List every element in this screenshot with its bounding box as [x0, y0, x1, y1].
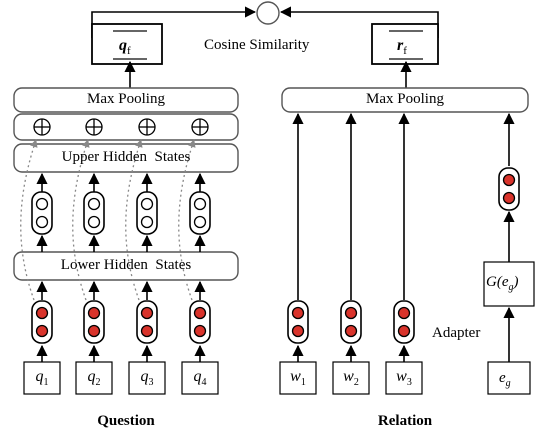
upper-hidden-box	[13, 143, 239, 173]
adapter-function-label: G(eg)	[486, 274, 519, 293]
lower-cell-4-dot-bottom	[193, 324, 207, 338]
question-token-3-label: q3	[140, 368, 154, 389]
relation-token-1-label: w1	[290, 368, 306, 389]
lower-cell-2-dot-bottom	[87, 324, 101, 338]
question-output-label: qf	[119, 37, 131, 58]
question-plus-row-box	[13, 113, 239, 141]
upper-cell-1-dot-top	[35, 197, 49, 211]
question-token-3-box	[128, 361, 166, 395]
upper-cell-1-dot-bottom	[35, 215, 49, 229]
relation-cell-1-dot-top	[291, 306, 305, 320]
relation-cell-2-dot-bottom	[344, 324, 358, 338]
upper-cell-3-dot-bottom	[140, 215, 154, 229]
question-max-pooling-label: Max Pooling	[87, 91, 165, 107]
question-token-4-label: q4	[193, 368, 207, 389]
upper-cell-2-dot-bottom	[87, 215, 101, 229]
cosine-similarity-label: Cosine Similarity	[204, 37, 310, 53]
question-token-1-box	[23, 361, 61, 395]
lower-cell-1-dot-top	[35, 306, 49, 320]
relation-token-3-label: w3	[396, 368, 412, 389]
relation-token-1-box	[279, 361, 317, 395]
similarity-circle	[256, 1, 280, 25]
adapter-box	[483, 261, 535, 307]
relation-token-3-box	[385, 361, 423, 395]
relation-cell-3-dot-bottom	[397, 324, 411, 338]
adapter-cell-dot-top	[502, 173, 516, 187]
lower-hidden-box	[13, 251, 239, 281]
upper-cell-4-dot-top	[193, 197, 207, 211]
lower-cell-2-dot-top	[87, 306, 101, 320]
lower-cell-3-dot-bottom	[140, 324, 154, 338]
relation-max-pooling-label: Max Pooling	[366, 91, 444, 107]
lower-cell-3-dot-top	[140, 306, 154, 320]
relation-max-pooling-box	[281, 87, 529, 113]
relation-token-2-box	[332, 361, 370, 395]
lower-cell-1-dot-bottom	[35, 324, 49, 338]
upper-cell-2-dot-top	[87, 197, 101, 211]
relation-cell-1-dot-bottom	[291, 324, 305, 338]
relation-caption: Relation	[377, 413, 433, 429]
question-max-pooling-box	[13, 87, 239, 113]
question-token-4-box	[181, 361, 219, 395]
upper-hidden-label: Upper Hidden States	[61, 149, 191, 165]
entity-label: eg	[499, 370, 511, 389]
relation-cell-3-dot-top	[397, 306, 411, 320]
relation-token-2-label: w2	[343, 368, 359, 389]
lower-cell-4-dot-top	[193, 306, 207, 320]
relation-cell-2-dot-top	[344, 306, 358, 320]
adapter-cell-dot-bottom	[502, 191, 516, 205]
question-token-2-label: q2	[87, 368, 101, 389]
relation-output-label: rf	[397, 37, 407, 58]
lower-hidden-label: Lower Hidden States	[60, 257, 192, 273]
adapter-label: Adapter	[432, 325, 481, 341]
question-token-1-label: q1	[35, 368, 49, 389]
question-token-2-box	[75, 361, 113, 395]
question-caption: Question	[97, 413, 155, 429]
upper-cell-4-dot-bottom	[193, 215, 207, 229]
upper-cell-3-dot-top	[140, 197, 154, 211]
